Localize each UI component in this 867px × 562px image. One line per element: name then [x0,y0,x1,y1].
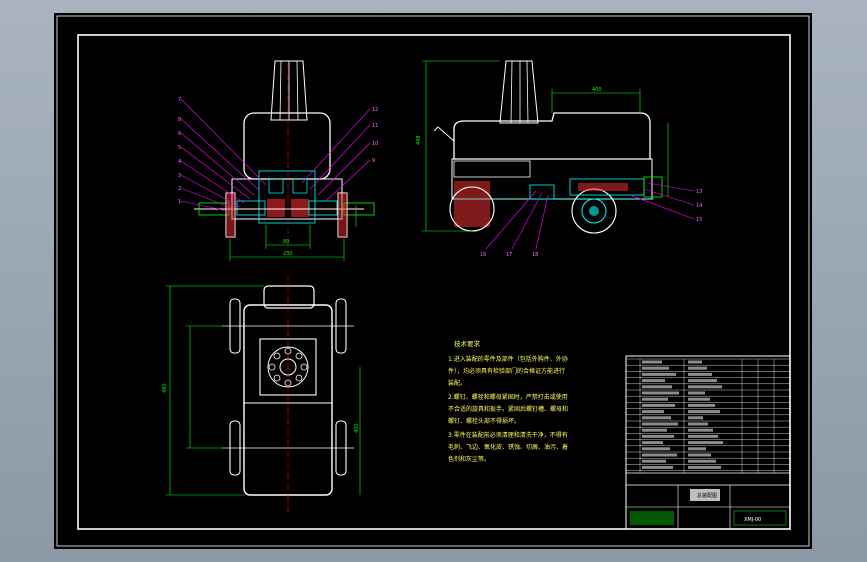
svg-text:15: 15 [696,217,702,223]
tech-req-lines: 1.进入装配的零件及部件（包括外购件、外协 件），均必须具有检验部门的合格证方能… [448,355,568,463]
svg-text:14: 14 [696,203,702,209]
bom-entry-mark [688,428,713,432]
svg-text:17: 17 [506,252,512,258]
bom-entry-mark [688,410,720,414]
drawing-inner-border [77,34,791,530]
svg-text:16: 16 [480,252,486,258]
bom-entry-mark [688,453,711,457]
front-view-callouts: 7 8 6 5 4 3 2 1 12 11 10 9 [178,97,378,205]
bom-entry-mark [642,372,676,376]
bom-entry-mark [688,403,715,407]
bom-entry-mark [642,385,672,389]
front-view-mast [270,60,308,121]
bom-entry-mark [688,391,705,395]
bom-entry-mark [688,459,716,463]
svg-text:18: 18 [532,252,538,258]
front-view-wheel-right [337,192,348,238]
bom-entry-mark [642,403,675,407]
bom-entry-mark [688,366,707,370]
bom-entry-mark [688,422,708,426]
svg-text:5: 5 [178,145,181,151]
bom-entry-mark [688,379,717,383]
svg-text:螺钉、螺栓头部不得损坏。: 螺钉、螺栓头部不得损坏。 [448,417,520,425]
front-view-leaders [180,98,371,212]
front-view-dim-230: 230 [283,251,293,257]
svg-text:3.零件在装配前必须清理和清洗干净，不得有: 3.零件在装配前必须清理和清洗干净，不得有 [448,431,568,439]
bom-entry-mark [688,434,718,438]
svg-text:1.进入装配的零件及部件（包括外购件、外协: 1.进入装配的零件及部件（包括外购件、外协 [448,355,568,363]
bom-entry-mark [642,453,677,457]
bom-entry-mark [688,397,710,401]
svg-text:7: 7 [178,97,181,103]
title-block: 总装配图 XMJ-00 [625,355,791,530]
cad-viewport[interactable]: 7 8 6 5 4 3 2 1 12 11 10 9 80 230 [54,13,812,549]
svg-text:4: 4 [178,159,181,165]
svg-text:色剂和灰尘等。: 色剂和灰尘等。 [448,455,490,463]
svg-text:11: 11 [372,123,378,129]
side-view-dim-448: 448 [416,135,422,145]
bom-entry-mark [642,434,674,438]
plan-view-dimensions [166,285,361,496]
title-block-drawing-name: 总装配图 [697,492,717,499]
plan-view-dim-480: 480 [162,383,168,393]
side-view-body [453,112,651,160]
bom-entry-mark [642,465,673,469]
front-view-wheel-left [225,192,236,238]
bom-entry-mark [642,416,671,420]
front-view-gearbox [231,178,343,220]
svg-text:1: 1 [178,199,181,205]
technical-requirements: 技术要求 1.进入装配的零件及部件（包括外购件、外协 件），均必须具有检验部门的… [448,339,568,463]
side-view-dimensions [422,60,669,232]
bom-entry-mark [688,447,706,451]
bom-entry-mark [642,410,664,414]
bom-entry-mark [688,372,712,376]
front-view: 7 8 6 5 4 3 2 1 12 11 10 9 80 230 [178,60,378,261]
front-view-dim-80: 80 [283,239,289,245]
bom-entry-mark [688,360,702,364]
bom-entry-mark [642,447,670,451]
bom-entry-mark [642,379,665,383]
bom-entry-mark [642,459,666,463]
svg-text:不合适的旋具和扳手。紧固后螺钉槽、螺母和: 不合适的旋具和扳手。紧固后螺钉槽、螺母和 [448,405,568,413]
bom-entry-mark [688,385,722,389]
svg-text:6: 6 [178,131,181,137]
bom-entry-mark [642,428,667,432]
title-block-drawing-number: XMJ-00 [744,517,761,523]
svg-text:10: 10 [372,141,378,147]
front-view-dimensions [229,205,357,261]
bom-entry-mark [688,441,723,445]
bom-entry-mark [642,391,679,395]
tech-req-title: 技术要求 [454,339,481,348]
svg-text:12: 12 [372,107,378,113]
svg-text:2.螺钉、螺栓和螺母紧固时，严禁打击或使用: 2.螺钉、螺栓和螺母紧固时，严禁打击或使用 [448,393,568,401]
side-view-mast [499,60,539,124]
side-view-leaders [485,182,695,250]
drawing-canvas: 7 8 6 5 4 3 2 1 12 11 10 9 80 230 [56,15,810,547]
bom-entry-mark [642,397,668,401]
svg-text:装配。: 装配。 [448,379,466,387]
svg-text:8: 8 [178,117,181,123]
plan-view-dim-400: 400 [354,423,360,433]
bom-entry-mark [642,360,662,364]
bom-entry-mark [688,465,721,469]
svg-text:毛刺、飞边、氧化皮、锈蚀、切屑、油污、着: 毛刺、飞边、氧化皮、锈蚀、切屑、油污、着 [448,443,568,451]
svg-text:13: 13 [696,189,702,195]
side-view: 448 400 13 14 15 16 17 18 [416,60,702,258]
front-view-body [243,112,331,180]
svg-text:9: 9 [372,158,375,164]
svg-text:2: 2 [178,186,181,192]
side-view-dim-400: 400 [592,87,602,93]
plan-view-handle [263,285,315,309]
plan-view: 480 400 [162,275,361,513]
bom-entry-mark [642,422,678,426]
drawing-outer-border [56,15,810,547]
svg-text:件），均必须具有检验部门的合格证方能进行: 件），均必须具有检验部门的合格证方能进行 [448,367,565,375]
side-view-callouts: 13 14 15 16 17 18 [480,189,702,258]
svg-text:3: 3 [178,173,181,179]
bom-entry-mark [642,441,663,445]
bom-entry-mark [642,366,669,370]
bom-entry-mark [688,416,703,420]
